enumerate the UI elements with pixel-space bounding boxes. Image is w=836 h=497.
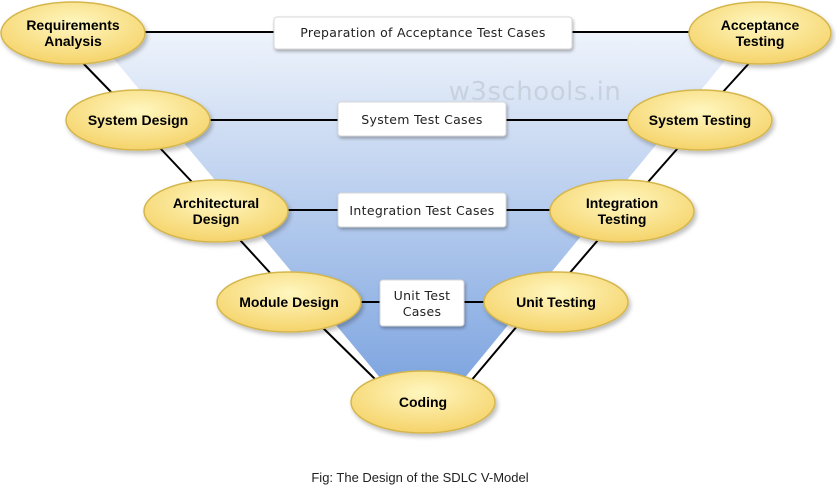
connector-right-4 xyxy=(469,324,519,383)
phase-system-testing: System Testing xyxy=(627,89,773,151)
phase-unit-testing: Unit Testing xyxy=(483,271,629,333)
test-case-label-line1: Unit Test xyxy=(394,288,451,303)
phase-label: Unit Testing xyxy=(516,294,596,310)
test-case-label: Preparation of Acceptance Test Cases xyxy=(300,25,545,40)
phase-label: Module Design xyxy=(239,294,339,310)
connector-left-1 xyxy=(79,59,113,94)
phase-acceptance-testing: Acceptance Testing xyxy=(688,1,832,65)
phase-integration-testing: Integration Testing xyxy=(549,179,695,243)
connector-left-4 xyxy=(319,324,379,383)
phase-label-line2: Analysis xyxy=(44,33,102,49)
phase-label-line1: Acceptance xyxy=(721,17,800,33)
connector-left-3 xyxy=(239,239,273,276)
test-case-box-acceptance: Preparation of Acceptance Test Cases xyxy=(273,16,573,50)
test-case-label: System Test Cases xyxy=(361,112,482,127)
phase-label-line1: Integration xyxy=(586,195,658,211)
phase-label: System Testing xyxy=(649,112,751,128)
phase-label-line1: Requirements xyxy=(26,17,120,33)
phase-label-line2: Design xyxy=(193,211,240,227)
phase-coding: Coding xyxy=(350,370,496,434)
phase-label-line2: Testing xyxy=(598,211,647,227)
phase-label-line2: Testing xyxy=(736,33,785,49)
phase-label-line1: Architectural xyxy=(173,195,259,211)
test-case-box-unit: Unit Test Cases xyxy=(379,279,465,327)
connector-right-3 xyxy=(567,239,599,276)
phase-requirements-analysis: Requirements Analysis xyxy=(0,1,146,65)
test-case-label: Integration Test Cases xyxy=(349,203,494,218)
connector-right-2 xyxy=(647,147,679,183)
test-case-label-line2: Cases xyxy=(403,304,442,319)
phase-module-design: Module Design xyxy=(216,271,362,333)
test-case-box-system: System Test Cases xyxy=(337,101,507,137)
phase-architectural-design: Architectural Design xyxy=(143,179,289,243)
test-case-box-integration: Integration Test Cases xyxy=(337,192,507,228)
phase-label: Coding xyxy=(399,394,447,410)
phase-label: System Design xyxy=(88,112,188,128)
phase-system-design: System Design xyxy=(65,89,211,151)
connector-left-2 xyxy=(159,147,193,183)
connector-right-1 xyxy=(721,59,753,94)
figure-caption: Fig: The Design of the SDLC V-Model xyxy=(311,470,528,485)
